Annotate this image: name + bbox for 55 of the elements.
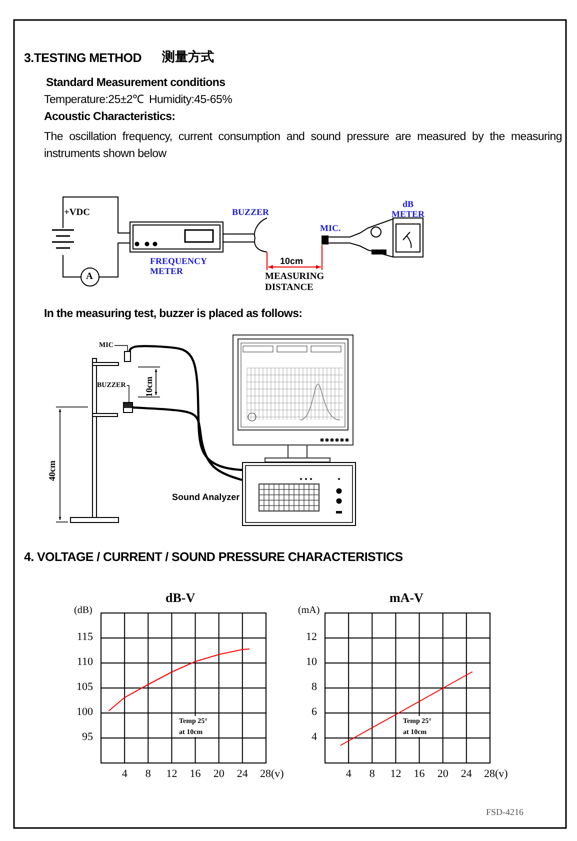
- description-text: The oscillation frequency, current consumption and sound pressure are measured by the measuring instruments shown below: [44, 130, 562, 162]
- tick-label: 28(v): [260, 768, 284, 780]
- tick-label: 12: [390, 768, 402, 780]
- tick-label: 8: [369, 768, 375, 780]
- dimension-label: 40cm: [47, 460, 58, 481]
- tick-label: 16: [190, 768, 201, 780]
- tick-label: 6: [312, 706, 317, 718]
- tick-label: 12: [306, 631, 317, 643]
- document-number: FSD-4216: [486, 807, 524, 818]
- dimension-label: 10cm: [144, 376, 155, 397]
- condition-text: Temperature:25±2℃ Humidity:45-65%: [44, 94, 232, 108]
- dimension-label: 10cm: [280, 256, 304, 267]
- cable: [128, 344, 242, 472]
- chart-title: dB-V: [166, 590, 196, 606]
- leader-line: [126, 385, 130, 402]
- tick-label: 12: [166, 768, 178, 780]
- tick-label: 20: [213, 768, 224, 780]
- tick-label: 20: [437, 768, 448, 780]
- voltage-label: +VDC: [64, 208, 90, 220]
- leader-line: [114, 345, 128, 352]
- sound-analyzer-box: [242, 462, 356, 526]
- ammeter-symbol: A: [86, 272, 93, 284]
- tick-label: 28(v): [484, 768, 508, 780]
- component-label: BUZZER: [232, 207, 270, 218]
- tick-label: 115: [76, 631, 93, 643]
- subheading: Standard Measurement conditions: [46, 77, 226, 91]
- component-label: MIC.: [320, 223, 341, 234]
- tick-label: 10: [306, 656, 317, 668]
- tick-label: 4: [312, 731, 317, 743]
- tick-label: 24: [236, 768, 248, 780]
- tick-label: 24: [460, 768, 472, 780]
- tick-label: 100: [76, 706, 93, 718]
- device-label: Sound Analyzer: [172, 492, 240, 503]
- subheading: Acoustic Characteristics:: [44, 111, 176, 125]
- tick-label: 8: [312, 681, 317, 693]
- axis-label: (dB): [74, 605, 92, 616]
- component-label: FREQUENCY METER: [150, 256, 208, 277]
- tick-label: 4: [122, 768, 128, 780]
- section-heading: 4. VOLTAGE / CURRENT / SOUND PRESSURE CHARACTERISTICS: [24, 550, 403, 565]
- tick-label: 8: [145, 768, 151, 780]
- axis-label: (mA): [298, 605, 320, 616]
- subheading: In the measuring test, buzzer is placed as follows:: [44, 308, 302, 322]
- tick-label: 16: [414, 768, 425, 780]
- tick-label: 110: [76, 656, 93, 668]
- cable: [132, 406, 242, 482]
- buzzer-part: [123, 402, 133, 413]
- tick-label: 95: [82, 731, 93, 743]
- section-heading: 测量方式: [162, 50, 214, 66]
- tick-label: 4: [346, 768, 352, 780]
- component-label: dB METER: [390, 199, 426, 220]
- tick-label: 105: [76, 681, 93, 693]
- dimension-label: MEASURING DISTANCE: [265, 272, 326, 295]
- microphone-part: [124, 351, 131, 362]
- section-heading: 3.TESTING METHOD: [24, 51, 142, 66]
- chart-title: mA-V: [390, 590, 424, 606]
